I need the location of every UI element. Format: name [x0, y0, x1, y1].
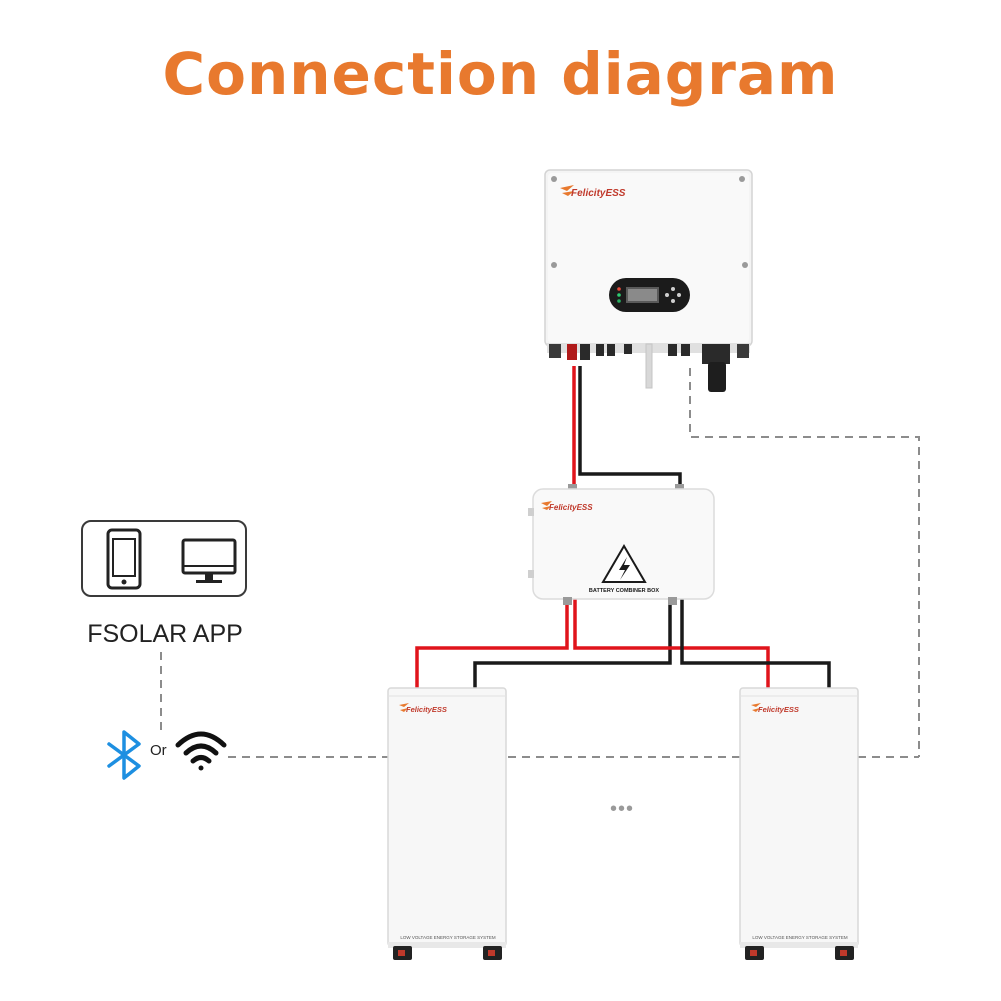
bluetooth-icon	[107, 730, 141, 780]
svg-text:FelicityESS: FelicityESS	[406, 705, 447, 714]
cable-negative-inverter	[578, 366, 682, 489]
svg-text:FelicityESS: FelicityESS	[571, 188, 626, 199]
comm-line-inverter	[689, 368, 920, 757]
wifi-icon	[175, 731, 227, 771]
warning-icon	[601, 544, 647, 583]
felicity-logo-icon: FelicityESS	[399, 703, 447, 714]
combiner-label: BATTERY COMBINER BOX	[589, 588, 660, 594]
cable-positive-battery-2	[573, 599, 770, 690]
felicity-logo-icon: FelicityESS	[541, 501, 593, 512]
cables	[415, 366, 831, 690]
page-title: Connection diagram	[162, 40, 839, 108]
battery-2: FelicityESS LOW VOLTAGE ENERGY STORAGE S…	[739, 687, 859, 960]
app-label: FSOLAR APP	[87, 620, 243, 648]
or-label: Or	[150, 742, 167, 759]
cable-positive-battery-1	[415, 599, 569, 690]
felicity-logo-icon: FelicityESS	[560, 185, 626, 199]
cable-negative-battery-2	[680, 599, 831, 690]
felicity-logo-icon: FelicityESS	[751, 703, 799, 714]
monitor-icon	[181, 538, 237, 583]
svg-text:FelicityESS: FelicityESS	[758, 705, 799, 714]
svg-text:FelicityESS: FelicityESS	[549, 503, 593, 512]
svg-text:LOW VOLTAGE ENERGY STORAGE SYS: LOW VOLTAGE ENERGY STORAGE SYSTEM	[400, 935, 495, 940]
svg-text:LOW VOLTAGE ENERGY STORAGE SYS: LOW VOLTAGE ENERGY STORAGE SYSTEM	[752, 935, 847, 940]
app-device-box	[81, 520, 247, 597]
phone-icon	[106, 528, 142, 590]
battery-1: FelicityESS LOW VOLTAGE ENERGY STORAGE S…	[387, 687, 507, 960]
battery-combiner-box: FelicityESS BATTERY COMBINER BOX	[528, 484, 715, 605]
cable-negative-battery-1	[473, 599, 672, 690]
inverter: FelicityESS	[544, 169, 753, 392]
more-batteries-ellipsis: •••	[610, 798, 634, 820]
